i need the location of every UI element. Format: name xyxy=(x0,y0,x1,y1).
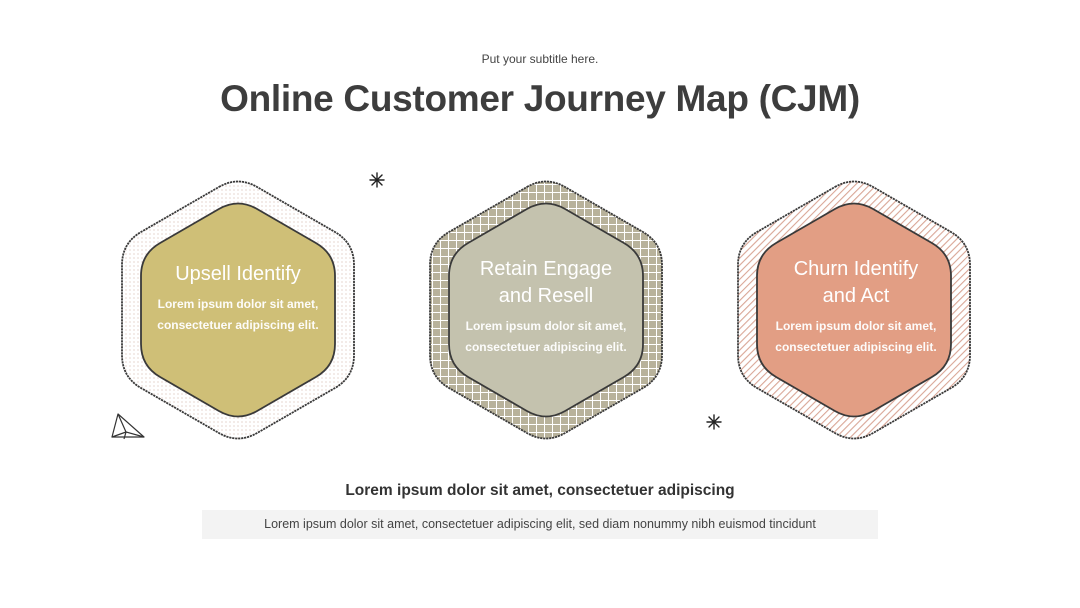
stage-title: Churn Identify xyxy=(793,258,919,280)
page-title: Online Customer Journey Map (CJM) xyxy=(220,78,860,119)
asterisk-icon xyxy=(706,414,722,430)
hexagon-retain xyxy=(429,180,663,440)
stage-title-line2: and Act xyxy=(822,285,890,307)
hexagon-upsell xyxy=(121,180,355,440)
hexagon-churn xyxy=(737,180,971,440)
page-subtitle: Put your subtitle here. xyxy=(481,52,599,66)
hexagon-inner-fill xyxy=(756,202,952,418)
footer-heading: Lorem ipsum dolor sit amet, consectetuer… xyxy=(345,482,735,499)
footer-body: Lorem ipsum dolor sit amet, consectetuer… xyxy=(264,517,816,531)
stage-description: Lorem ipsum dolor sit amet, consectetuer… xyxy=(775,319,937,354)
stage-hexagons xyxy=(121,180,971,440)
hexagon-inner-fill xyxy=(448,202,644,418)
stage-card-churn: Churn Identify and Act Lorem ipsum dolor… xyxy=(771,256,941,358)
asterisk-icon xyxy=(369,172,385,188)
stage-title: Retain Engage xyxy=(479,258,613,280)
stage-description: Lorem ipsum dolor sit amet, consectetuer… xyxy=(465,319,627,354)
stage-card-retain: Retain Engage and Resell Lorem ipsum dol… xyxy=(461,256,631,358)
stage-title: Upsell Identify xyxy=(175,263,301,285)
stage-title-line2: and Resell xyxy=(498,285,594,307)
hexagon-inner-fill xyxy=(140,202,336,418)
footer-background xyxy=(202,510,878,539)
stage-description: Lorem ipsum dolor sit amet, consectetuer… xyxy=(157,297,319,332)
paper-plane-icon xyxy=(111,413,145,440)
stage-card-upsell: Upsell Identify Lorem ipsum dolor sit am… xyxy=(153,261,323,336)
